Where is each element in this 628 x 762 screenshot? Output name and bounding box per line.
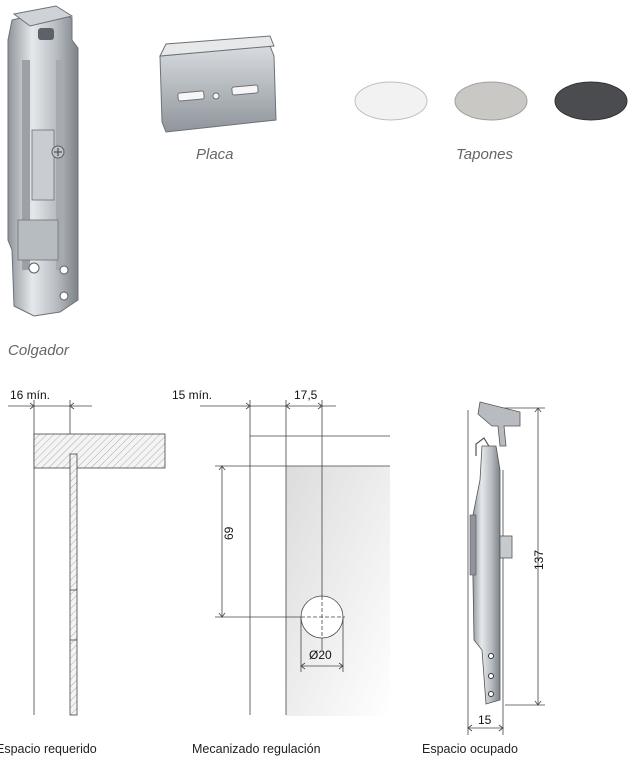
plate-caption: Placa: [196, 146, 234, 163]
dimension-diameter-20: Ø20: [309, 648, 332, 662]
plate-illustration: [159, 35, 277, 133]
dimension-15-min: 15 mín.: [172, 388, 213, 402]
caps-illustration: [354, 81, 628, 121]
caps-caption: Tapones: [456, 146, 513, 163]
dimension-17-5: 17,5: [294, 388, 318, 402]
drawing-occupied-space: [467, 401, 545, 735]
dimension-137: 137: [532, 549, 546, 570]
cap-dark: [554, 81, 628, 121]
drawing-machining: [200, 400, 390, 716]
drawing-required-space: [8, 400, 166, 716]
cap-grey: [454, 81, 528, 121]
machining-caption: Mecanizado regulación: [192, 742, 321, 756]
cap-white: [354, 81, 428, 121]
hanger-caption: Colgador: [8, 342, 69, 359]
required-space-caption: Espacio requerido: [0, 742, 97, 756]
dimension-16-min: 16 mín.: [10, 388, 51, 402]
dimension-15: 15: [478, 713, 492, 727]
dimension-69: 69: [222, 526, 236, 540]
hanger-illustration: [7, 5, 79, 317]
occupied-space-caption: Espacio ocupado: [422, 742, 518, 756]
